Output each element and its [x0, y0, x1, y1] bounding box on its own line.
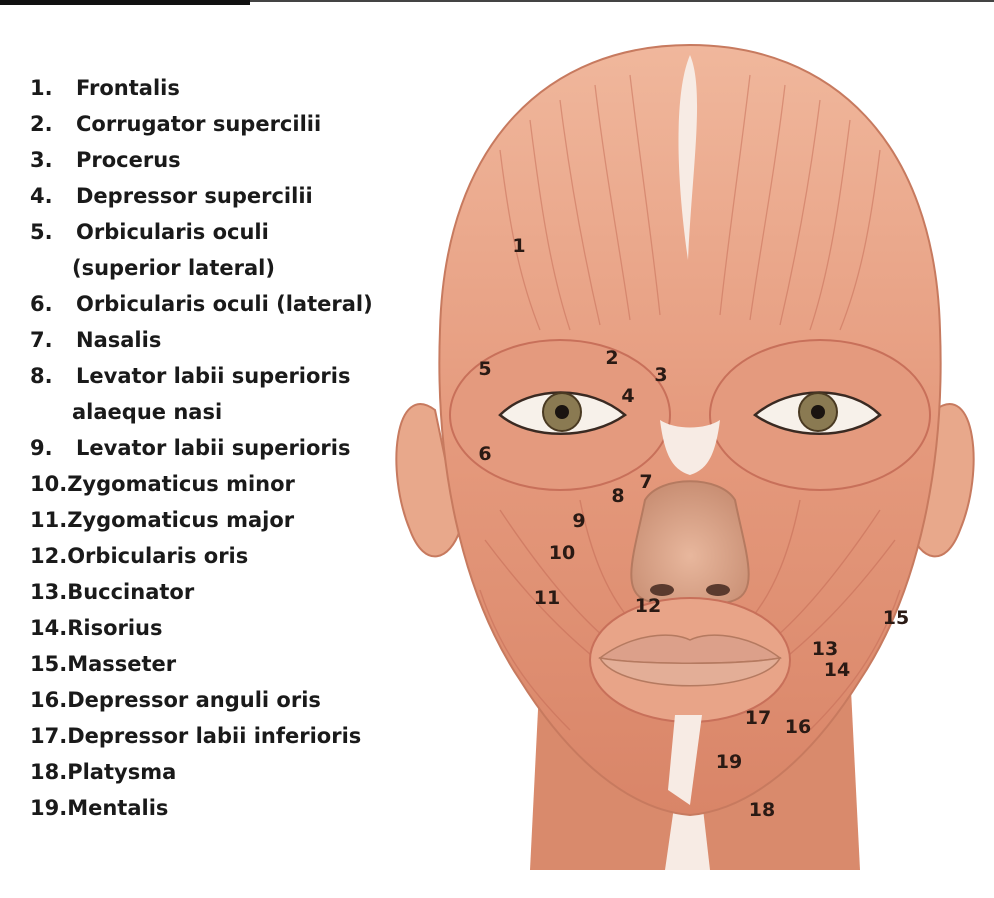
- label-6: 6: [478, 443, 492, 465]
- neck-tendon: [665, 800, 710, 870]
- frontalis-fibers: [499, 74, 881, 331]
- legend-item-6: 6.Orbicularis oculi (lateral): [30, 292, 373, 316]
- label-11: 11: [533, 587, 561, 609]
- legend-item-17: 17.Depressor labii inferioris: [30, 724, 362, 748]
- nasal-bridge: [660, 420, 720, 475]
- legend-item-16: 16.Depressor anguli oris: [30, 688, 321, 712]
- legend-item-5-continuation: (superior lateral): [72, 256, 275, 280]
- lower-lip: [598, 656, 782, 687]
- right-ear: [908, 403, 975, 558]
- right-nostril: [706, 584, 730, 596]
- face-illustration-svg: [395, 43, 975, 870]
- legend-item-7: 7.Nasalis: [30, 328, 162, 352]
- top-border-accent: [0, 0, 250, 5]
- label-5: 5: [478, 358, 492, 380]
- legend-item-2: 2.Corrugator supercilii: [30, 112, 322, 136]
- legend-item-9: 9.Levator labii superioris: [30, 436, 351, 460]
- legend-item-1: 1.Frontalis: [30, 76, 180, 100]
- label-3: 3: [654, 364, 668, 386]
- legend-item-18: 18.Platysma: [30, 760, 177, 784]
- label-17: 17: [744, 707, 772, 729]
- label-8: 8: [611, 485, 625, 507]
- legend-item-10: 10.Zygomaticus minor: [30, 472, 295, 496]
- left-pupil: [555, 405, 569, 419]
- legend-item-8: 8.Levator labii superioris: [30, 364, 351, 388]
- label-10: 10: [548, 542, 576, 564]
- label-14: 14: [823, 659, 851, 681]
- legend-item-12: 12.Orbicularis oris: [30, 544, 249, 568]
- legend-item-4: 4.Depressor supercilii: [30, 184, 313, 208]
- label-16: 16: [784, 716, 812, 738]
- right-pupil: [811, 405, 825, 419]
- legend-item-14: 14.Risorius: [30, 616, 163, 640]
- label-7: 7: [639, 471, 653, 493]
- legend-item-13: 13.Buccinator: [30, 580, 195, 604]
- label-18: 18: [748, 799, 776, 821]
- top-border: [0, 0, 994, 5]
- legend-item-5: 5.Orbicularis oculi: [30, 220, 269, 244]
- nose: [630, 480, 750, 607]
- legend-item-3: 3.Procerus: [30, 148, 181, 172]
- legend-item-11: 11.Zygomaticus major: [30, 508, 295, 532]
- legend-item-15: 15.Masseter: [30, 652, 177, 676]
- label-13: 13: [811, 638, 839, 660]
- label-2: 2: [605, 347, 619, 369]
- label-9: 9: [572, 510, 586, 532]
- galea-aponeurosis: [678, 55, 698, 260]
- left-nostril: [650, 584, 674, 596]
- label-12: 12: [634, 595, 662, 617]
- face-muscle-illustration: 1 2 3 4 5 6 7 8 9 10 11 12 13 14 15 16 1…: [390, 30, 994, 870]
- label-15: 15: [882, 607, 910, 629]
- legend-item-19: 19.Mentalis: [30, 796, 169, 820]
- chin-tendon: [668, 715, 702, 805]
- legend-item-8-continuation: alaeque nasi: [72, 400, 223, 424]
- label-1: 1: [512, 235, 526, 257]
- label-19: 19: [715, 751, 743, 773]
- muscle-legend: 1.Frontalis 2.Corrugator supercilii 3.Pr…: [30, 70, 410, 826]
- label-4: 4: [621, 385, 635, 407]
- left-ear: [395, 403, 462, 558]
